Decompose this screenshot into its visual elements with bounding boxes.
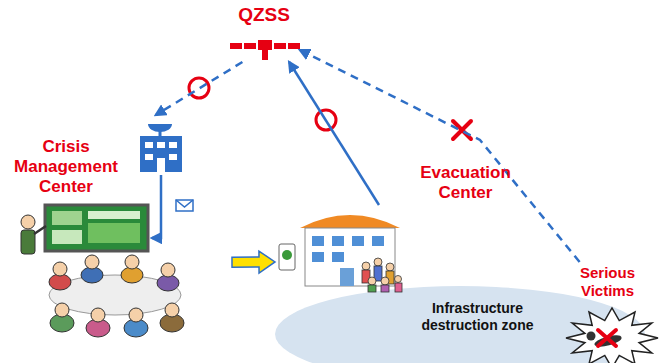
satellite-node: QZSS [228, 38, 300, 62]
center-node: Crisis Management Center [8, 115, 232, 338]
evacuation-building [300, 215, 400, 286]
signal-arrow [300, 50, 580, 262]
label-block: Crisis Management Center [10, 137, 122, 197]
evacuees [362, 258, 402, 292]
label-block: Serious Victims [565, 264, 650, 299]
block-arrow [232, 251, 275, 273]
fail-mark [598, 330, 616, 346]
mail-line [152, 175, 161, 238]
fail-mark [453, 121, 471, 139]
victim-head [587, 332, 596, 341]
node-label: Infrastructure destruction zone [410, 300, 545, 333]
signal-arrow [156, 62, 243, 115]
label-block: Infrastructure destruction zone [410, 300, 545, 333]
label-block: QZSS [228, 4, 300, 26]
node-label: QZSS [228, 4, 300, 26]
satellite-icon [230, 40, 300, 60]
ok-mark [189, 78, 209, 98]
antenna-building [140, 124, 182, 172]
crisis-room [21, 205, 184, 337]
label-block: Evacuation Center [408, 163, 523, 203]
mail-icon [176, 200, 193, 211]
node-label: Serious Victims [565, 264, 650, 299]
victim-node: Serious Victims [560, 262, 658, 362]
node-label: Crisis Management Center [10, 137, 122, 197]
center-node: Evacuation Center [275, 205, 405, 292]
node-label: Evacuation Center [408, 163, 523, 203]
leaflet-icon [279, 244, 295, 270]
